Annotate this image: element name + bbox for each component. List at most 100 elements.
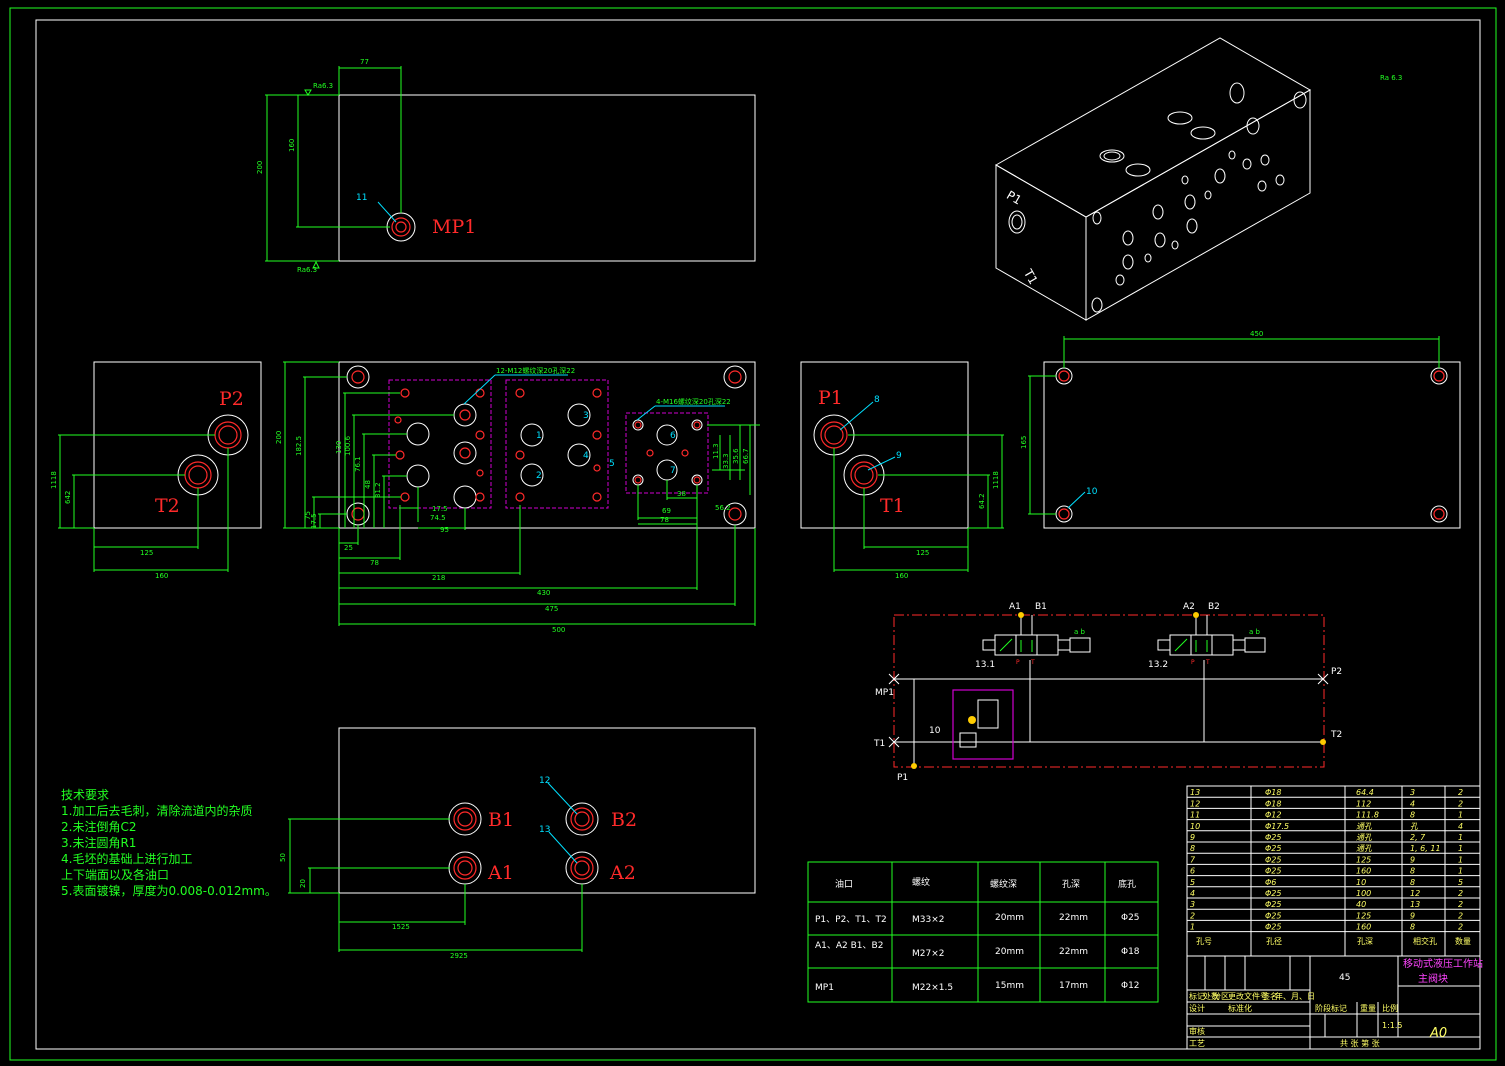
hole-table-cell: 12 bbox=[1410, 889, 1420, 898]
svg-text:1118: 1118 bbox=[992, 471, 1000, 489]
hole-table-cell: 4 bbox=[1458, 822, 1463, 831]
svg-text:螺纹深: 螺纹深 bbox=[990, 878, 1017, 890]
svg-text:P2: P2 bbox=[1331, 667, 1342, 677]
hole-table-cell: 6 bbox=[1190, 867, 1195, 876]
svg-text:8: 8 bbox=[874, 395, 880, 405]
svg-text:螺纹: 螺纹 bbox=[912, 876, 930, 888]
hole-table-cell: 通孔 bbox=[1356, 844, 1373, 853]
hole-table-header: 数量 bbox=[1455, 936, 1471, 946]
inner-border bbox=[35, 19, 1481, 1050]
hole-table-header: 孔深 bbox=[1357, 937, 1373, 946]
hole-table-cell: 112 bbox=[1356, 799, 1371, 808]
svg-text:孔深: 孔深 bbox=[1062, 879, 1080, 890]
hole-table-cell: 1 bbox=[1190, 923, 1195, 932]
port-label-mp1: MP1 bbox=[432, 216, 476, 238]
hole-table-cell: 1 bbox=[1458, 844, 1463, 853]
svg-text:分区: 分区 bbox=[1213, 992, 1229, 1001]
svg-text:12-M12螺纹深20孔深22: 12-M12螺纹深20孔深22 bbox=[496, 366, 575, 375]
svg-text:T1: T1 bbox=[1020, 266, 1040, 287]
svg-text:200: 200 bbox=[275, 431, 283, 444]
svg-text:22mm: 22mm bbox=[1059, 947, 1088, 957]
svg-text:更改文件号: 更改文件号 bbox=[1228, 991, 1268, 1001]
hole-table-cell: 2 bbox=[1458, 799, 1463, 808]
svg-text:A1、A2 B1、B2: A1、A2 B1、B2 bbox=[815, 941, 883, 951]
svg-text:6: 6 bbox=[670, 431, 676, 441]
svg-text:25: 25 bbox=[344, 544, 353, 552]
hole-table-cell: Φ25 bbox=[1265, 900, 1281, 909]
svg-text:P1: P1 bbox=[1004, 188, 1024, 208]
svg-text:B2: B2 bbox=[1208, 602, 1220, 612]
svg-text:阶段标记: 阶段标记 bbox=[1315, 1003, 1347, 1013]
hole-table-cell: 10 bbox=[1356, 878, 1366, 887]
svg-text:2.未注倒角C2: 2.未注倒角C2 bbox=[61, 819, 136, 834]
svg-text:技术要求: 技术要求 bbox=[61, 788, 109, 802]
svg-text:T: T bbox=[1030, 659, 1035, 666]
hole-table-cell: 3 bbox=[1410, 788, 1415, 797]
hole-table-cell: 13 bbox=[1410, 900, 1420, 909]
hole-table-cell: 40 bbox=[1356, 900, 1366, 909]
svg-text:182.5: 182.5 bbox=[295, 436, 303, 456]
svg-text:a b: a b bbox=[1249, 628, 1261, 636]
hole-table-cell: 64.4 bbox=[1356, 788, 1374, 797]
svg-text:20mm: 20mm bbox=[995, 947, 1024, 957]
hole-table-cell: 100 bbox=[1356, 889, 1371, 898]
svg-text:125: 125 bbox=[916, 549, 929, 557]
svg-text:MP1: MP1 bbox=[875, 688, 894, 698]
hole-table-cell: 2 bbox=[1190, 911, 1195, 920]
svg-text:165: 165 bbox=[1020, 436, 1028, 449]
svg-text:Ra6.3: Ra6.3 bbox=[313, 82, 333, 90]
hole-table-cell: Φ25 bbox=[1265, 833, 1281, 842]
svg-text:13.1: 13.1 bbox=[975, 660, 995, 670]
svg-text:17.5: 17.5 bbox=[310, 513, 318, 529]
hole-table-cell: 9 bbox=[1410, 855, 1415, 864]
hole-table-cell: 111.8 bbox=[1356, 811, 1379, 820]
svg-text:上下端面以及各油口: 上下端面以及各油口 bbox=[61, 867, 169, 882]
hole-table-cell: Φ25 bbox=[1265, 844, 1281, 853]
svg-text:160: 160 bbox=[155, 572, 168, 580]
hole-table-cell: 3 bbox=[1190, 900, 1195, 909]
svg-text:工艺: 工艺 bbox=[1189, 1039, 1205, 1048]
svg-text:13: 13 bbox=[539, 825, 550, 835]
svg-text:标记: 标记 bbox=[1189, 991, 1205, 1001]
svg-text:1.加工后去毛刺，清除流道内的杂质: 1.加工后去毛刺，清除流道内的杂质 bbox=[61, 803, 252, 818]
hole-table-cell: 通孔 bbox=[1356, 833, 1373, 842]
hole-table-cell: 1 bbox=[1458, 811, 1463, 820]
svg-text:200: 200 bbox=[256, 161, 264, 174]
svg-text:1118: 1118 bbox=[50, 471, 58, 489]
svg-text:33.3: 33.3 bbox=[722, 453, 730, 469]
svg-text:Φ25: Φ25 bbox=[1121, 913, 1140, 923]
svg-text:P: P bbox=[1016, 659, 1020, 666]
svg-text:A1: A1 bbox=[1009, 602, 1021, 612]
svg-text:48: 48 bbox=[364, 480, 372, 489]
port-label-t2: T2 bbox=[155, 495, 180, 517]
svg-text:3: 3 bbox=[583, 411, 589, 421]
svg-text:475: 475 bbox=[545, 605, 558, 613]
svg-text:22mm: 22mm bbox=[1059, 913, 1088, 923]
svg-text:11: 11 bbox=[356, 193, 367, 203]
svg-text:1: 1 bbox=[536, 431, 542, 441]
hole-table-header: 孔径 bbox=[1266, 936, 1282, 946]
port-label-a2: A2 bbox=[609, 862, 636, 884]
svg-text:标准化: 标准化 bbox=[1228, 1003, 1252, 1013]
hole-table-cell: 11 bbox=[1190, 811, 1200, 820]
hole-table-cell: 8 bbox=[1410, 878, 1415, 887]
svg-text:A2: A2 bbox=[1183, 602, 1195, 612]
hole-table-cell: Φ25 bbox=[1265, 889, 1281, 898]
hole-table-cell: 8 bbox=[1190, 844, 1195, 853]
svg-text:78: 78 bbox=[370, 559, 379, 567]
svg-text:69: 69 bbox=[662, 507, 671, 515]
svg-text:100.6: 100.6 bbox=[344, 435, 352, 456]
svg-text:比例: 比例 bbox=[1382, 1003, 1398, 1013]
svg-text:重量: 重量 bbox=[1360, 1003, 1376, 1013]
svg-text:56.2: 56.2 bbox=[715, 504, 731, 512]
svg-text:A0: A0 bbox=[1429, 1026, 1447, 1041]
svg-text:移动式液压工作站: 移动式液压工作站 bbox=[1403, 957, 1483, 970]
svg-text:2: 2 bbox=[536, 471, 542, 481]
svg-text:主阀块: 主阀块 bbox=[1418, 972, 1448, 985]
svg-text:76.1: 76.1 bbox=[354, 456, 362, 472]
svg-text:P1: P1 bbox=[897, 773, 908, 783]
svg-text:45: 45 bbox=[1339, 973, 1350, 983]
svg-text:3.未注圆角R1: 3.未注圆角R1 bbox=[61, 835, 136, 850]
svg-text:64.2: 64.2 bbox=[978, 493, 986, 509]
